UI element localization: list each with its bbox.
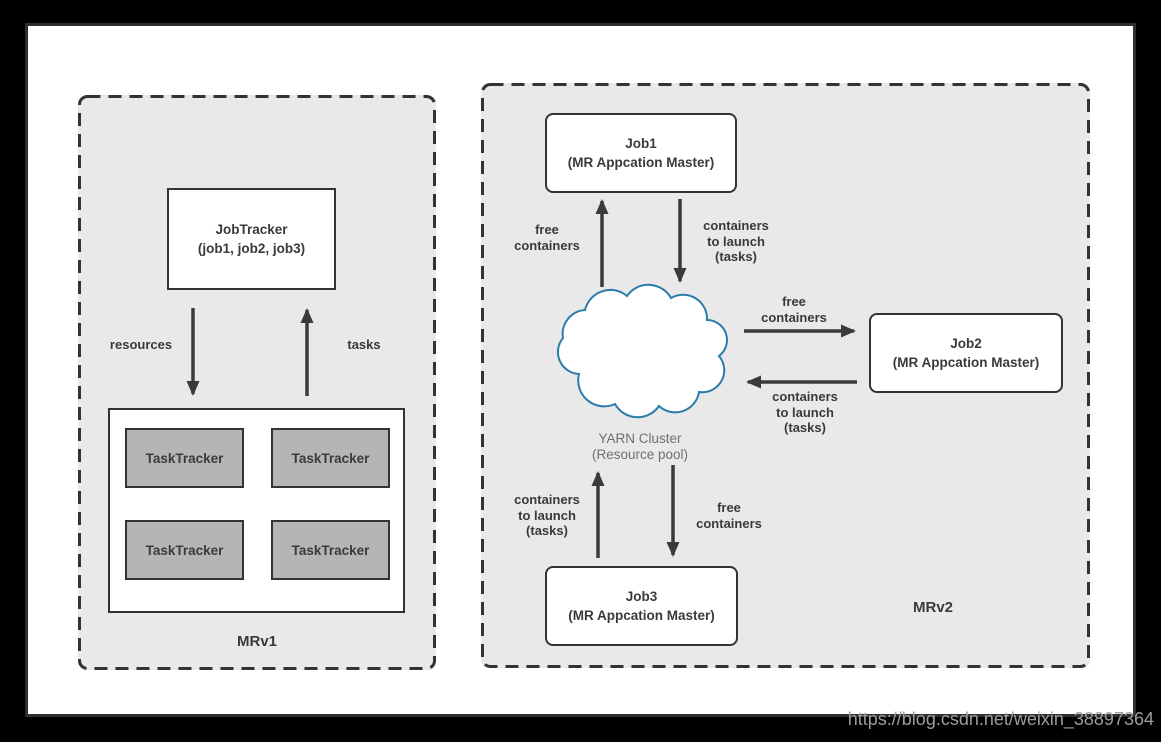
mrv2-panel [481,83,1090,668]
csdn-watermark: https://blog.csdn.net/weixin_38897364 [847,709,1154,729]
mrv1-panel [78,95,436,670]
